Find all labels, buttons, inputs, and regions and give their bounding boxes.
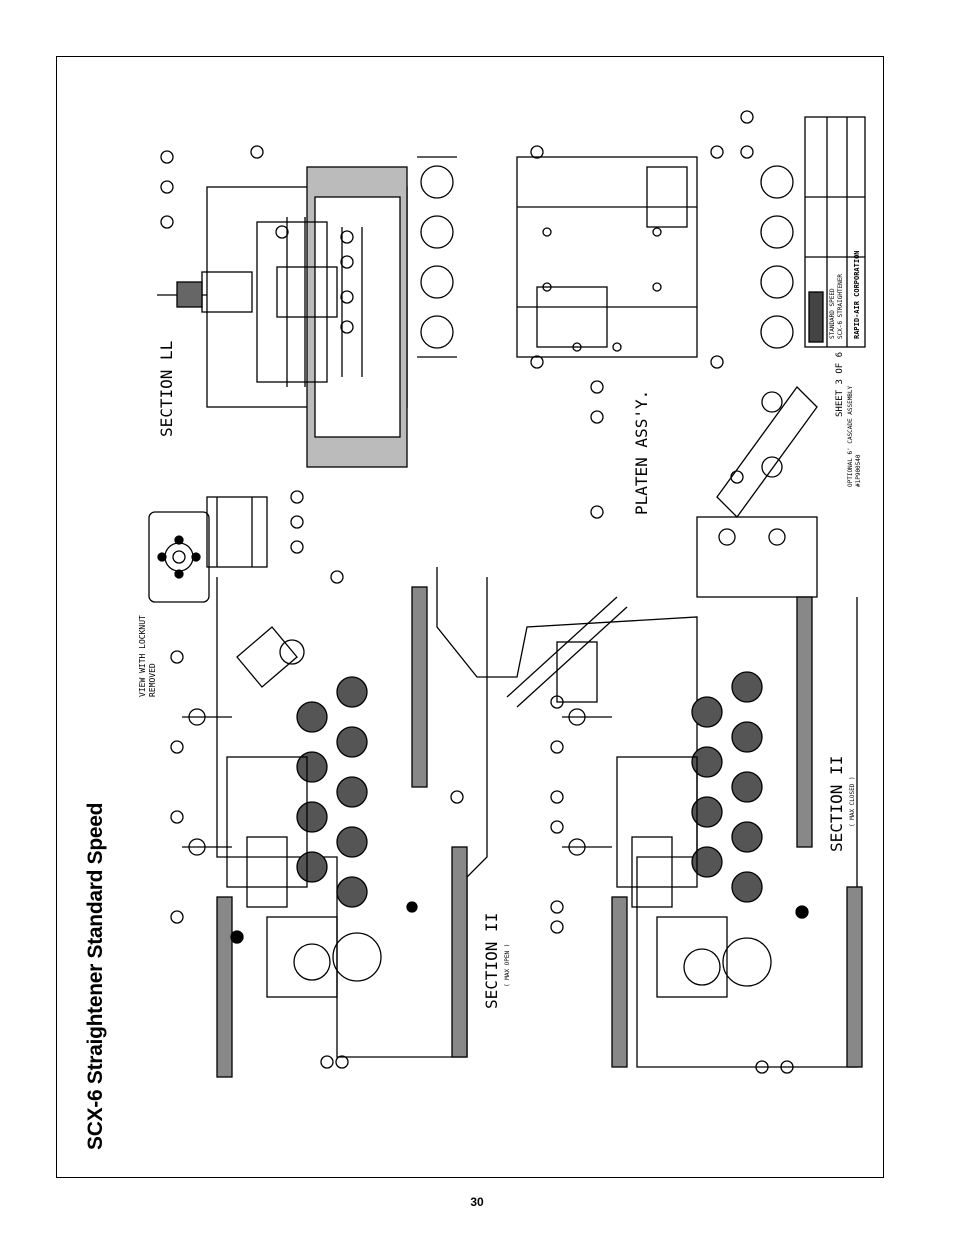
section-ii-closed-note: ( MAX CLOSED ) xyxy=(849,776,856,827)
locknut-view xyxy=(148,490,304,603)
optional-cascade-part: #1P900540 xyxy=(855,454,862,487)
section-ii-open-label: SECTION II xyxy=(482,913,501,1009)
page-frame: SECTION LL xyxy=(56,56,884,1178)
page-number: 30 xyxy=(470,1195,484,1209)
lower-roller-set-bottom xyxy=(731,671,763,903)
platen-assy-label: PLATEN ASS'Y. xyxy=(632,390,651,515)
platen-roller-row-bottom xyxy=(760,165,794,349)
document-title: SCX-6 Straightener Standard Speed xyxy=(84,802,107,1150)
platen-roller-row-top xyxy=(417,156,457,358)
section-ll-label: SECTION LL xyxy=(157,341,176,437)
title-block xyxy=(804,116,866,348)
platen-assembly-view xyxy=(417,110,794,424)
sheet-label: SHEET 3 OF 6 xyxy=(835,352,845,417)
upper-roller-set-top xyxy=(296,701,328,883)
title-container: SCX-6 Straightener Standard Speed xyxy=(84,770,124,1150)
section-ii-max-closed-view xyxy=(436,505,863,1074)
optional-cascade-label: OPTIONAL 6' CASCADE ASSEMBLY xyxy=(847,385,854,487)
locknut-view-label-line2: REMOVED xyxy=(148,663,157,697)
drawing-subtitle: STANDARD SPEED xyxy=(829,288,836,339)
optional-cascade-view xyxy=(696,386,818,598)
upper-roller-set-bottom xyxy=(336,676,368,908)
technical-drawing: SECTION LL xyxy=(138,110,866,1078)
section-ii-max-open-view xyxy=(170,570,488,1078)
section-ii-closed-label: SECTION II xyxy=(827,756,846,852)
section-ll-view xyxy=(157,145,408,468)
company-name: RAPID-AIR CORPORATION xyxy=(853,250,861,339)
locknut-view-label-line1: VIEW WITH LOCKNUT xyxy=(138,615,147,697)
lower-roller-set-top xyxy=(691,696,723,878)
section-ii-open-note: ( MAX OPEN ) xyxy=(504,944,511,987)
drawing-title: SCX-6 STRAIGHTENER xyxy=(837,274,844,339)
